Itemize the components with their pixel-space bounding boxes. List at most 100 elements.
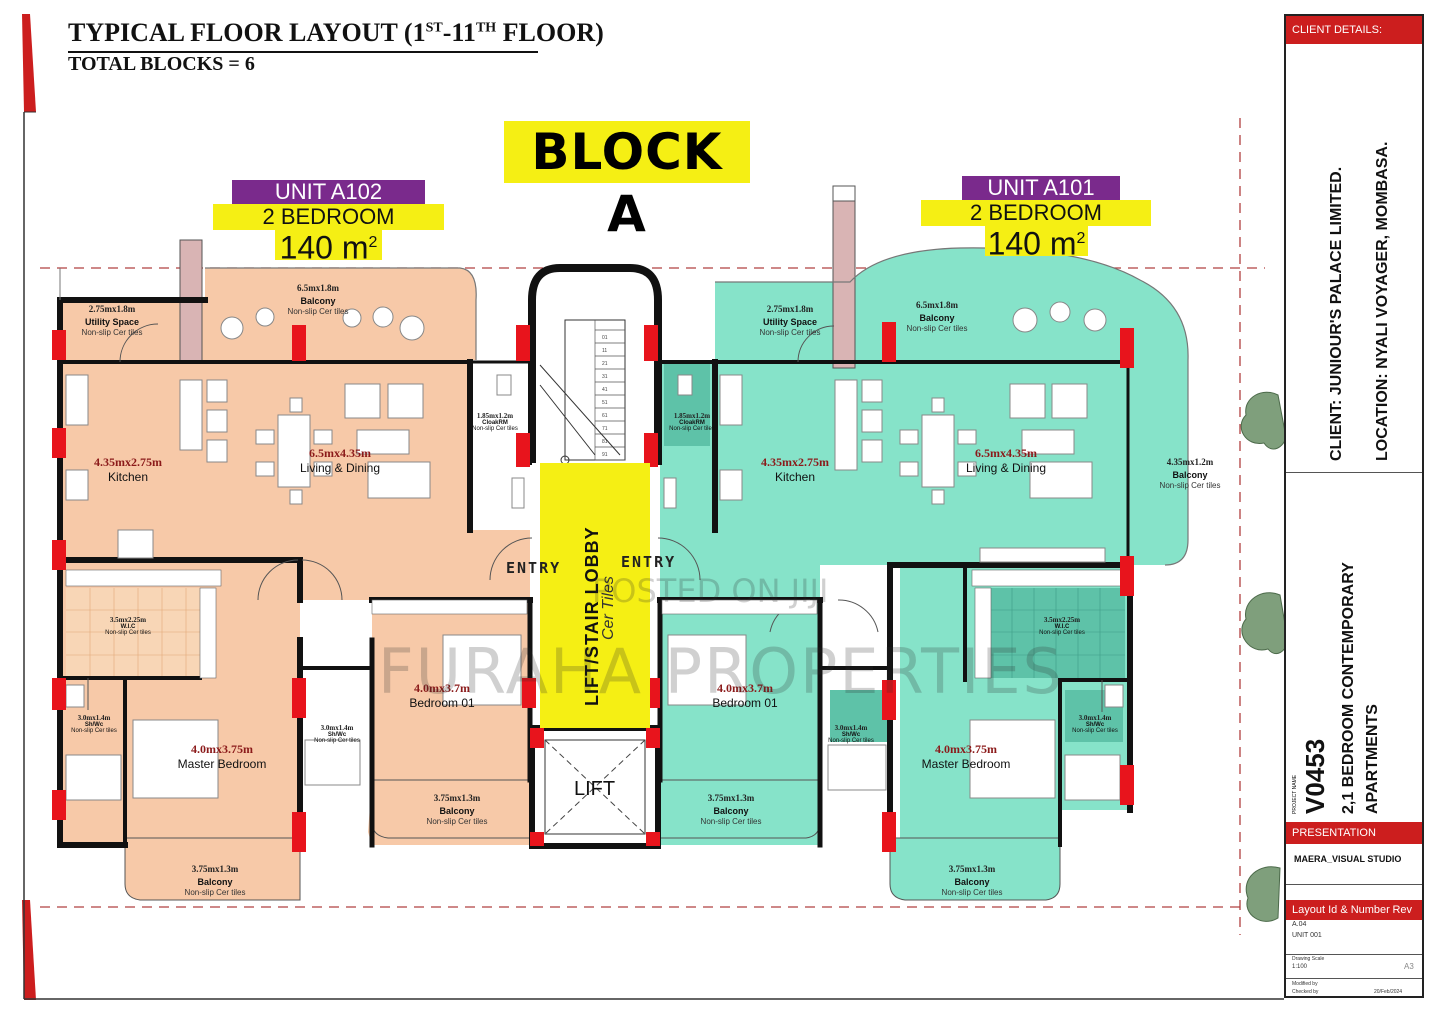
stair-core: 0111213141516171819101 (528, 264, 662, 471)
lift-label: LIFT (574, 778, 616, 800)
layout-id: A.04 (1292, 921, 1307, 928)
structural-column (644, 433, 658, 467)
door-swings (87, 323, 1103, 712)
structural-column (1120, 328, 1134, 368)
stair-number: 41 (602, 387, 608, 393)
title-block-panel: CLIENT DETAILS: CLIENT: JUNIOUR'S PALACE… (1284, 14, 1424, 998)
unit-right-bedrooms: 2 BEDROOM (921, 200, 1151, 226)
stair-number: 21 (602, 361, 608, 367)
drawing-title: TYPICAL FLOOR LAYOUT (1ST-11TH FLOOR) (68, 20, 604, 53)
studio-name: MAERA_VISUAL STUDIO (1294, 854, 1402, 864)
structural-column (530, 728, 544, 748)
stair-number: 11 (602, 348, 607, 354)
structural-column (882, 812, 896, 852)
sheet-size: A3 (1404, 962, 1414, 971)
stair-number: 31 (602, 374, 608, 380)
unit-right-name: UNIT A101 (962, 176, 1120, 200)
entry-right-label: ENTRY (621, 553, 677, 571)
client-name: CLIENT: JUNIOUR'S PALACE LIMITED. (1328, 166, 1345, 461)
drawing-date: 20/Feb/2024 (1374, 989, 1403, 995)
block-title: BLOCK A (504, 121, 750, 243)
structural-column (530, 832, 544, 846)
checked-by-label: Checked by (1292, 989, 1319, 995)
lift-box (529, 725, 661, 849)
project-description-2: APARTMENTS (1364, 704, 1381, 814)
modified-by-label: Modified by (1292, 981, 1318, 987)
structural-column (292, 678, 306, 718)
stair-number: 61 (602, 413, 608, 419)
structural-column (646, 728, 660, 748)
structural-column (1120, 765, 1134, 805)
unit-left-area: 140 m2 (275, 226, 382, 265)
presentation-drawing-header: PRESENTATION DRAWING (1286, 822, 1422, 861)
structural-column (292, 325, 306, 361)
watermark-posted: POSTED ON JIJI (592, 572, 829, 610)
drawing-subtitle: TOTAL BLOCKS = 6 (68, 53, 255, 75)
drawing-scale: 1:100 (1292, 964, 1308, 970)
structural-column (882, 322, 896, 362)
watermark-furaha: FURAHA PROPERTIES (378, 635, 1064, 708)
unit-left-bedrooms: 2 BEDROOM (213, 204, 444, 230)
structural-column (292, 812, 306, 852)
lift-stair-lobby (540, 463, 650, 728)
unit-right-area: 140 m2 (985, 222, 1088, 261)
unit-left-name: UNIT A102 (232, 180, 425, 204)
structural-column (52, 540, 66, 570)
stair-number: 71 (602, 426, 608, 432)
structural-column (52, 678, 66, 710)
stair-number: 81 (602, 439, 608, 445)
structural-column (1120, 556, 1134, 596)
sheet-frame (22, 14, 1284, 1000)
structural-columns (52, 322, 1134, 852)
stair-number: 51 (602, 400, 608, 406)
structural-column (522, 678, 536, 708)
entry-left-label: ENTRY (506, 559, 562, 577)
structural-column (516, 325, 530, 361)
structural-column (882, 680, 896, 720)
layout-id-header: Layout Id & Number Rev (1286, 900, 1422, 920)
structural-column (516, 433, 530, 467)
structural-column (644, 325, 658, 361)
project-code: V0453 (1300, 738, 1330, 814)
unit-number: UNIT 001 (1292, 932, 1322, 939)
stair-number: 01 (602, 335, 608, 341)
stair-number: 91 (602, 452, 608, 458)
project-location: LOCATION: NYALI VOYAGER, MOMBASA. (1374, 141, 1391, 461)
project-description-1: 2,1 BEDROOM CONTEMPORARY (1340, 562, 1357, 814)
structural-column (52, 790, 66, 820)
structural-column (52, 428, 66, 458)
wardrobes (65, 569, 1128, 679)
structural-column (52, 330, 66, 360)
structural-column (646, 832, 660, 846)
furniture (65, 301, 1124, 801)
client-details-header: CLIENT DETAILS: (1286, 16, 1422, 44)
drawing-scale-label: Drawing Scale (1292, 956, 1325, 962)
project-name-label: PROJECT NAME (1292, 774, 1298, 814)
